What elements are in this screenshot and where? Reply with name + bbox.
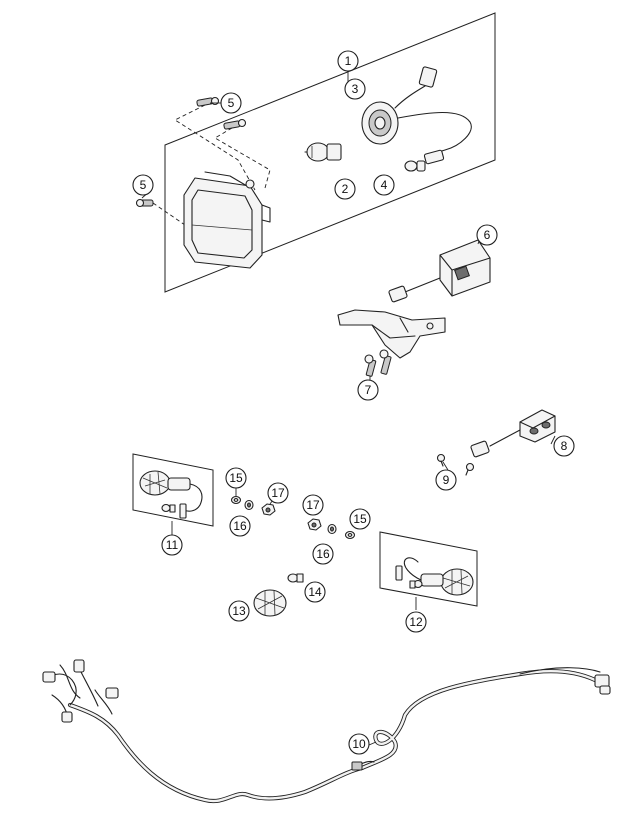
callout-label: 17	[306, 498, 320, 512]
screw-icon	[379, 349, 392, 375]
callout-7: 7	[357, 379, 379, 401]
leader-lines	[141, 71, 556, 746]
callout-14: 14	[304, 581, 326, 603]
callout-10: 10	[348, 733, 370, 755]
callout-9: 9	[435, 469, 457, 491]
screw-icon	[135, 198, 154, 208]
license-lamp-group	[436, 409, 556, 476]
washer-icon	[244, 499, 254, 511]
callout-label: 15	[229, 471, 243, 485]
callout-11: 11	[161, 534, 183, 556]
callout-label: 10	[352, 737, 366, 751]
callout-label: 12	[409, 615, 423, 629]
callout-8: 8	[553, 435, 575, 457]
screw-icon	[364, 354, 377, 377]
screw-icon	[465, 462, 475, 476]
callout-15-left: 15	[225, 467, 247, 489]
screw-icon	[196, 96, 220, 107]
screw-icon	[223, 118, 247, 130]
callout-label: 11	[166, 538, 179, 552]
turn-signal-right-group	[379, 531, 478, 607]
headlight-assembly-icon	[183, 171, 271, 269]
callout-label: 3	[352, 82, 359, 96]
callout-5-left: 5	[132, 174, 154, 196]
turn-signal-icon	[139, 470, 203, 519]
callout-label: 13	[232, 604, 246, 618]
headlight-group	[135, 12, 496, 293]
mounting-bracket-icon	[337, 309, 446, 359]
callout-label: 4	[381, 178, 388, 192]
bracket-group	[337, 239, 491, 377]
washer-icon	[327, 523, 337, 535]
callout-12: 12	[405, 611, 427, 633]
callout-label: 9	[443, 473, 450, 487]
callout-3: 3	[344, 78, 366, 100]
callout-label: 7	[365, 383, 372, 397]
bulb-icon	[409, 579, 423, 589]
callout-label: 16	[233, 519, 247, 533]
callout-13: 13	[228, 600, 250, 622]
bulb-icon	[287, 573, 304, 583]
turn-signal-left-group	[132, 453, 214, 527]
callout-2: 2	[334, 178, 356, 200]
screw-icon	[436, 453, 446, 467]
callout-label: 5	[228, 96, 235, 110]
callout-4: 4	[373, 174, 395, 196]
relay-box-icon	[388, 239, 491, 303]
callout-6: 6	[476, 224, 498, 246]
washer-icon	[344, 530, 356, 540]
callout-label: 8	[561, 439, 568, 453]
turn-signal-right-panel	[379, 531, 478, 607]
bulb-icon	[161, 503, 176, 513]
callout-16-right: 16	[312, 543, 334, 565]
callout-17-left: 17	[267, 482, 289, 504]
callout-label: 1	[345, 54, 352, 68]
turn-signal-icon	[395, 557, 474, 596]
callout-label: 5	[140, 178, 147, 192]
callout-label: 17	[271, 486, 285, 500]
nut-icon	[261, 503, 276, 516]
nut-icon	[307, 518, 322, 531]
wiring-harness-icon	[42, 659, 611, 804]
callout-1: 1	[337, 50, 359, 72]
callout-5-top: 5	[220, 92, 242, 114]
callout-label: 6	[484, 228, 491, 242]
callout-17-right: 17	[302, 494, 324, 516]
callout-15-right: 15	[349, 508, 371, 530]
bulb-socket-icon	[361, 66, 472, 155]
callout-label: 2	[342, 182, 349, 196]
callout-label: 16	[316, 547, 330, 561]
bulb-icon	[304, 142, 342, 162]
callout-label: 15	[353, 512, 367, 526]
washer-icon	[230, 495, 242, 505]
turn-signal-lens-icon	[253, 589, 287, 617]
callout-label: 14	[308, 585, 322, 599]
license-plate-lamp-icon	[470, 409, 556, 458]
callout-16-left: 16	[229, 515, 251, 537]
bulb-icon	[404, 149, 445, 172]
